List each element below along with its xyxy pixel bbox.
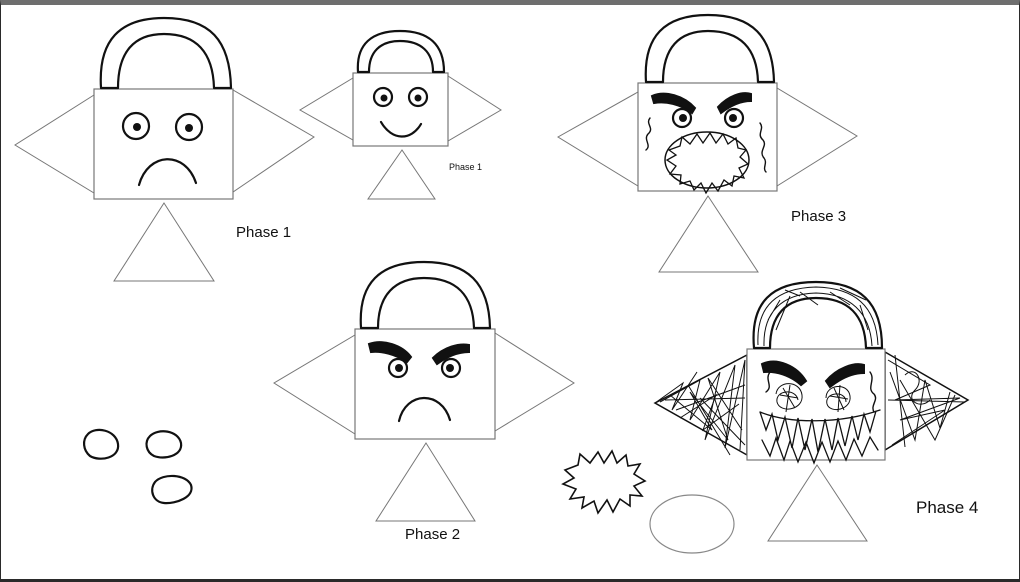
phase4-left-brow — [760, 360, 808, 387]
phase4-left-wing — [653, 353, 748, 457]
phase3-character — [557, 13, 858, 273]
phase1-frown — [137, 158, 198, 187]
phase3-left-pupil — [679, 114, 687, 122]
phase1-body — [93, 88, 234, 200]
phase2-right-eye — [440, 357, 462, 379]
phase1-handle — [99, 16, 233, 90]
phase3-right-tremble — [759, 122, 767, 173]
eye-sketches — [83, 428, 193, 505]
phase1-right-pupil — [185, 124, 193, 132]
phase2-left-brow — [367, 341, 413, 364]
phase4-handle — [752, 280, 884, 350]
phase1-small-right-eye — [407, 86, 429, 108]
phase3-left-brow — [650, 92, 697, 115]
phase3-handle — [644, 13, 776, 84]
phase1-small-handle — [356, 29, 446, 74]
phase3-right-eye — [723, 107, 745, 129]
phase1-right-eye — [174, 112, 204, 142]
phase1-small-label: Phase 1 — [449, 162, 482, 172]
phase1-small-smile — [379, 120, 423, 138]
phase1-left-eye — [121, 111, 151, 141]
phase1-small-left-eye — [372, 86, 394, 108]
phase3-foot — [658, 195, 759, 273]
phase1-right-wing — [232, 89, 315, 193]
eye-sketch-2 — [145, 430, 183, 459]
jagged-mouth-sketch — [561, 449, 647, 515]
phase4-label: Phase 4 — [916, 498, 978, 517]
phase2-handle — [359, 260, 492, 330]
phase3-mouth — [664, 131, 750, 189]
phase3-left-tremble — [645, 117, 652, 151]
eye-sketch-3 — [151, 474, 193, 505]
phase2-left-eye — [387, 357, 409, 379]
phase1-left-wing — [14, 94, 95, 194]
phase1-small-right-pupil — [414, 94, 422, 102]
phase2-frown — [397, 396, 452, 423]
phase2-right-brow — [431, 343, 470, 366]
phase2-right-wing — [494, 332, 575, 432]
phase1-small-character — [299, 29, 502, 200]
phase3-right-wing — [776, 87, 858, 187]
phase2-foot — [375, 442, 476, 522]
phase1-small-right-wing — [447, 75, 502, 142]
phase4-right-brow — [824, 363, 865, 389]
phase3-teeth — [665, 131, 750, 195]
phase4-left-tremble — [765, 371, 771, 393]
phase1-character — [14, 16, 315, 282]
phase2-right-pupil — [446, 364, 454, 372]
phase3-left-eye — [671, 107, 693, 129]
phase2-label: Phase 2 — [405, 526, 460, 543]
phase4-teeth — [759, 409, 881, 465]
eye-sketch-1 — [83, 428, 120, 460]
phase3-right-brow — [716, 92, 752, 115]
phase3-left-wing — [557, 91, 639, 187]
phase1-small-left-wing — [299, 77, 354, 141]
phase4-left-eye — [775, 383, 803, 413]
phase1-label: Phase 1 — [236, 224, 291, 241]
phase1-foot — [113, 202, 215, 282]
phase4-right-wing — [884, 350, 970, 452]
oval-mouth-sketch — [649, 494, 735, 554]
phase4-foot — [767, 464, 868, 542]
phase1-small-body — [352, 72, 449, 147]
phase1-small-left-pupil — [380, 94, 388, 102]
phase2-character — [273, 260, 575, 522]
phase3-right-pupil — [729, 114, 737, 122]
phase1-left-pupil — [133, 123, 141, 131]
phase1-small-foot — [367, 149, 436, 200]
phase4-right-tremble — [869, 371, 877, 413]
phase3-label: Phase 3 — [791, 208, 846, 225]
phase2-left-wing — [273, 334, 356, 435]
phase4-character — [653, 280, 970, 542]
phase2-left-pupil — [395, 364, 403, 372]
phase4-right-eye — [825, 384, 851, 413]
